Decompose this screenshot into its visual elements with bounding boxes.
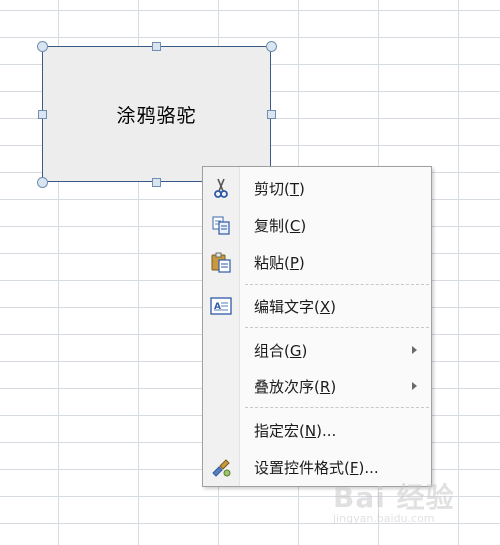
menu-item-paste[interactable]: 粘贴(P) xyxy=(203,245,431,279)
menu-item-accel: P xyxy=(289,254,299,272)
resize-handle-right[interactable] xyxy=(267,110,276,119)
menu-item-assign-macro[interactable]: 指定宏(N)... xyxy=(254,422,337,440)
resize-handle-bottom-left[interactable] xyxy=(37,177,48,188)
resize-handle-top-right[interactable] xyxy=(266,41,277,52)
svg-text:A: A xyxy=(214,302,221,312)
format-control-icon xyxy=(209,455,233,479)
menu-item-label: 剪切 xyxy=(254,180,285,198)
watermark-url: jingyan.baidu.com xyxy=(333,512,435,525)
menu-item-ellipsis: ... xyxy=(364,459,379,477)
edit-text-icon: A xyxy=(209,294,233,318)
menu-item-edit-text[interactable]: A 编辑文字(X) xyxy=(203,289,431,323)
paste-icon xyxy=(209,250,233,274)
menu-item-accel: T xyxy=(289,180,300,198)
menu-item-copy[interactable]: 复制(C) xyxy=(203,208,431,242)
menu-separator xyxy=(245,327,429,328)
menu-item-accel: C xyxy=(289,217,301,235)
menu-item-label: 指定宏 xyxy=(254,422,300,440)
menu-item-accel: N xyxy=(304,422,317,440)
context-menu: 剪切(T) 复制(C) xyxy=(202,166,432,487)
menu-item-accel: X xyxy=(319,298,331,316)
resize-handle-top[interactable] xyxy=(152,42,161,51)
menu-item-label: 叠放次序 xyxy=(254,378,315,396)
grid-row-line xyxy=(0,496,500,497)
menu-item-ellipsis: ... xyxy=(321,422,337,440)
grid-column-line xyxy=(58,0,59,545)
menu-item-format-control[interactable]: 设置控件格式(F)... xyxy=(203,450,431,484)
shape-text[interactable]: 涂鸦骆驼 xyxy=(116,104,197,127)
grid-row-line xyxy=(0,10,500,11)
rectangle-shape[interactable]: 涂鸦骆驼 xyxy=(42,46,271,182)
grid-column-line xyxy=(138,0,139,545)
copy-icon xyxy=(209,213,233,237)
menu-item-accel: F xyxy=(349,459,359,477)
chevron-right-icon xyxy=(412,382,417,390)
menu-separator xyxy=(245,407,429,408)
menu-item-label: 粘贴 xyxy=(254,254,285,272)
grid-row-line xyxy=(0,523,500,524)
menu-item-accel: R xyxy=(319,378,331,396)
watermark-text: Bai 经验 xyxy=(333,481,455,514)
baidu-jingyan-watermark: Bai 经验 jingyan.baidu.com xyxy=(325,472,495,532)
menu-item-label: 编辑文字 xyxy=(254,298,315,316)
grid-row-line xyxy=(0,37,500,38)
menu-item-order[interactable]: 叠放次序(R) xyxy=(203,369,431,403)
resize-handle-bottom[interactable] xyxy=(152,178,161,187)
menu-item-label: 复制 xyxy=(254,217,285,235)
menu-item-label: 设置控件格式 xyxy=(254,459,345,477)
menu-item-accel: G xyxy=(289,342,302,360)
resize-handle-top-left[interactable] xyxy=(37,41,48,52)
grid-column-line xyxy=(458,0,459,545)
menu-item-group[interactable]: 组合(G) xyxy=(203,333,431,367)
chevron-right-icon xyxy=(412,346,417,354)
menu-item-label: 组合 xyxy=(254,342,285,360)
menu-item-cut[interactable]: 剪切(T) xyxy=(203,171,431,205)
menu-separator xyxy=(245,284,429,285)
resize-handle-left[interactable] xyxy=(38,110,47,119)
scissors-icon xyxy=(209,176,233,200)
